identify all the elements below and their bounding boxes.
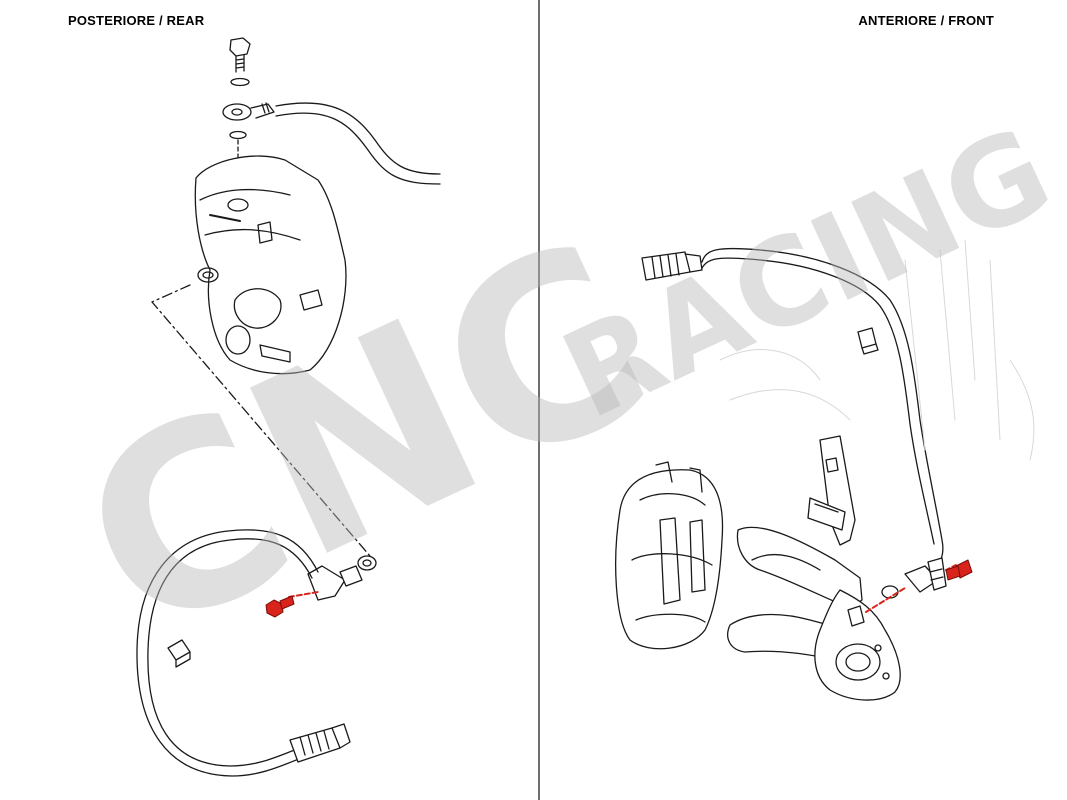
panel-divider <box>538 0 540 800</box>
rear-brake-hose <box>275 102 441 175</box>
sensor-leader-line <box>151 284 371 557</box>
front-sensor-fixing-bolt <box>945 559 973 581</box>
bolt-guide-line <box>288 591 319 598</box>
rear-speed-sensor <box>307 555 377 601</box>
front-sensor-guide-line <box>865 587 906 613</box>
banjo-bolt <box>229 37 251 73</box>
front-sensor-connector <box>641 251 703 281</box>
lower-washer <box>229 130 247 140</box>
front-fork-bracket <box>727 435 901 701</box>
cable-clip <box>167 639 191 668</box>
rear-sensor-connector <box>289 723 351 763</box>
upper-washer <box>230 77 250 87</box>
rear-panel: POSTERIORE / REAR <box>68 13 441 777</box>
front-brake-caliper <box>615 461 724 650</box>
rear-sensor-cable <box>147 538 313 767</box>
front-speed-sensor <box>904 557 947 593</box>
rear-caliper-drawing <box>136 37 441 777</box>
sensor-fixing-bolt <box>265 595 295 618</box>
rear-brake-caliper <box>194 155 347 375</box>
rear-brake-hose-edge <box>275 112 441 185</box>
front-panel: ANTERIORE / FRONT <box>540 0 1067 800</box>
front-caliper-drawing <box>615 239 1035 701</box>
rear-heading: POSTERIORE / REAR <box>68 13 205 28</box>
front-sensor-cable <box>701 247 944 571</box>
rear-sensor-cable-edge <box>136 529 319 777</box>
front-sensor-cable-edge <box>701 257 935 545</box>
faint-background-sketch <box>719 239 1035 461</box>
banjo-fitting <box>222 102 275 121</box>
cable-clip <box>857 327 879 355</box>
front-heading: ANTERIORE / FRONT <box>858 13 994 28</box>
